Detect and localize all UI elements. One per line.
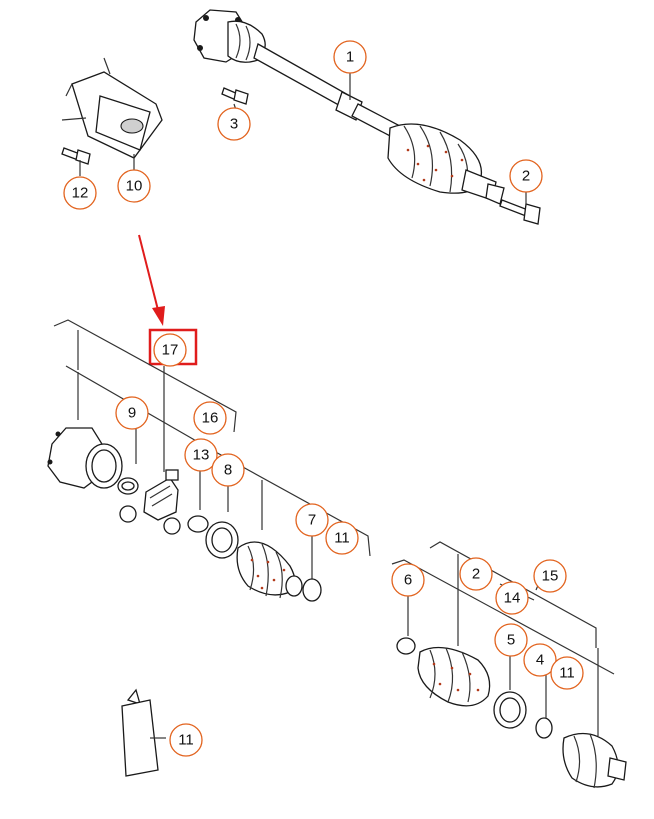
callout-17: 17 <box>153 333 187 367</box>
inner-cv-joint-parts <box>47 427 322 602</box>
callout-label: 5 <box>507 632 515 649</box>
callout-label: 11 <box>334 530 350 547</box>
callout-circle <box>295 503 329 537</box>
callout-label: 9 <box>128 405 136 422</box>
callout-circle <box>193 401 227 435</box>
callout-4: 4 <box>523 643 557 677</box>
callout-10: 10 <box>117 169 151 203</box>
callout-label: 8 <box>224 462 232 479</box>
callout-6: 6 <box>391 563 425 597</box>
callout-label: 6 <box>404 572 412 589</box>
callout-circle <box>333 40 367 74</box>
callout-11: 11 <box>325 521 359 555</box>
callout-7: 7 <box>295 503 329 537</box>
callout-11: 11 <box>169 723 203 757</box>
callout-label: 4 <box>536 652 544 669</box>
callout-2: 2 <box>459 557 493 591</box>
callout-label: 16 <box>202 410 219 427</box>
callout-circle <box>494 623 528 657</box>
outer-cv-joint-parts <box>396 637 627 789</box>
callout-label: 2 <box>522 168 530 185</box>
callout-label: 11 <box>178 732 194 749</box>
callout-circle <box>184 438 218 472</box>
callout-circle <box>63 176 97 210</box>
callout-label: 13 <box>193 447 210 464</box>
callout-8: 8 <box>211 453 245 487</box>
callout-label: 17 <box>162 342 179 359</box>
callout-circle <box>550 656 584 690</box>
callout-1: 1 <box>333 40 367 74</box>
callout-circle <box>523 643 557 677</box>
callout-circle <box>391 563 425 597</box>
callout-circle <box>325 521 359 555</box>
callout-label: 1 <box>346 49 354 66</box>
callout-circle <box>211 453 245 487</box>
highlight-arrow <box>138 234 165 326</box>
callout-13: 13 <box>184 438 218 472</box>
callout-5: 5 <box>494 623 528 657</box>
callout-12: 12 <box>63 176 97 210</box>
callout-circle <box>495 581 529 615</box>
callout-label: 11 <box>559 665 575 682</box>
callout-circle <box>217 107 251 141</box>
callout-label: 14 <box>504 590 521 607</box>
callout-11: 11 <box>550 656 584 690</box>
callout-label: 3 <box>230 116 238 133</box>
drive-shaft-assembly <box>193 9 541 225</box>
callout-3: 3 <box>217 107 251 141</box>
callout-14: 14 <box>495 581 529 615</box>
callout-label: 15 <box>542 568 559 585</box>
callout-circle <box>509 159 543 193</box>
callout-circle <box>533 559 567 593</box>
callout-15: 15 <box>533 559 567 593</box>
callout-circle <box>117 169 151 203</box>
callout-label: 12 <box>72 185 89 202</box>
callout-circle <box>153 333 187 367</box>
heat-shield <box>61 57 163 165</box>
callout-label: 2 <box>472 566 480 583</box>
callout-circle <box>169 723 203 757</box>
callout-2: 2 <box>509 159 543 193</box>
callout-label: 7 <box>308 512 316 529</box>
callout-label: 10 <box>126 178 143 195</box>
callout-9: 9 <box>115 396 149 430</box>
callout-16: 16 <box>193 401 227 435</box>
callout-circle <box>115 396 149 430</box>
grease-tube <box>121 688 166 777</box>
callout-circle <box>459 557 493 591</box>
